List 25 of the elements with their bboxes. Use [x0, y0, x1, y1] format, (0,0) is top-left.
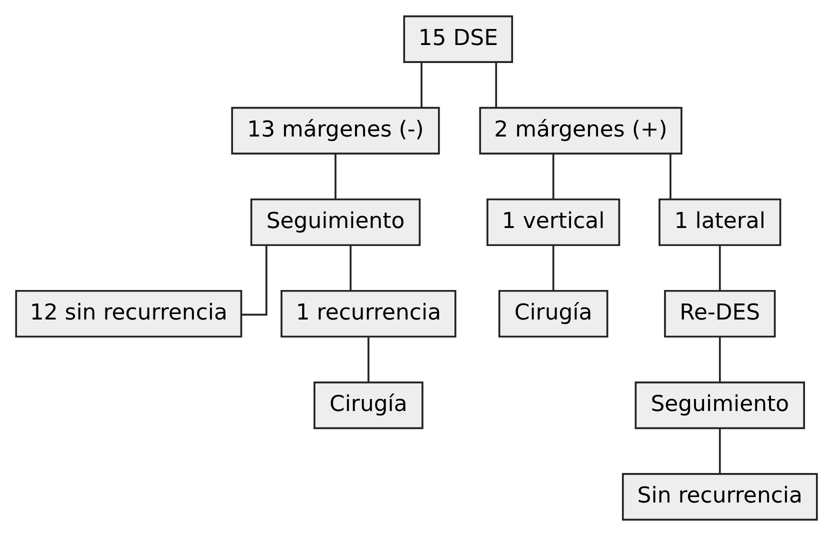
node-box: 15 DSE [403, 15, 514, 63]
connector [334, 154, 336, 199]
node-box: 2 márgenes (+) [479, 106, 682, 155]
node-box: Cirugía [314, 381, 424, 430]
connector [242, 246, 268, 316]
connector [350, 245, 352, 290]
node-box: 12 sin recurrencia [15, 290, 242, 338]
connector [368, 336, 370, 382]
node-box: Seguimiento [634, 381, 805, 430]
node-box: 1 vertical [486, 198, 620, 246]
node-box: 1 recurrencia [280, 290, 456, 338]
connector [718, 336, 721, 382]
connector [670, 154, 672, 199]
node-box: Re-DES [664, 290, 776, 338]
node-box: Cirugía [498, 290, 608, 338]
connector [495, 62, 498, 108]
connector [552, 245, 554, 290]
node-box: Seguimiento [250, 198, 421, 246]
connector [420, 62, 422, 108]
connector [552, 154, 554, 199]
connector [718, 245, 721, 290]
connector [718, 428, 721, 474]
node-box: 1 lateral [658, 198, 782, 246]
node-box: Sin recurrencia [622, 473, 818, 521]
node-box: 13 márgenes (-) [231, 106, 440, 155]
